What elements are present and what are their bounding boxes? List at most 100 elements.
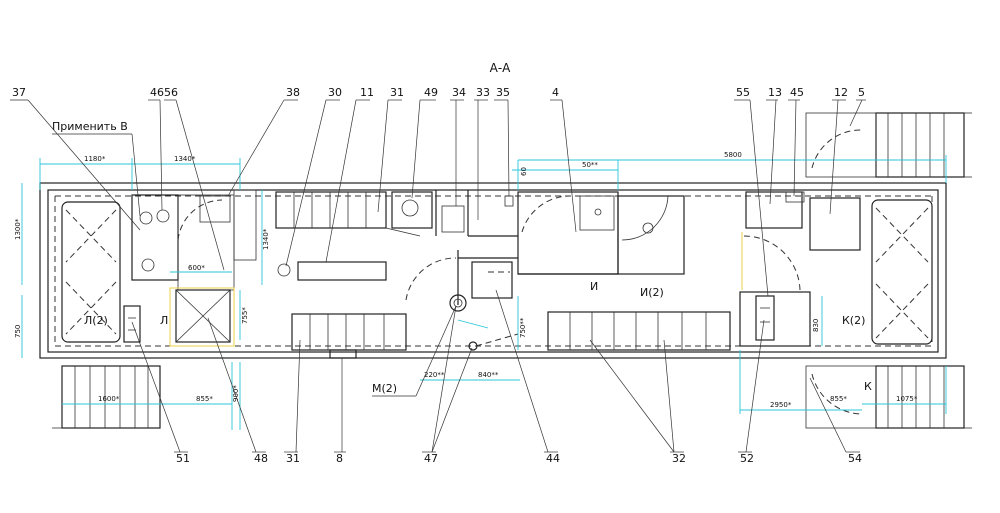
bed-right — [871, 199, 933, 345]
callout-32: 32 — [589, 339, 686, 465]
svg-text:31: 31 — [286, 452, 300, 465]
callout-13: 13 — [766, 86, 782, 205]
callout-4: 4 — [550, 86, 577, 233]
dim-750-mid: 750** — [519, 317, 527, 338]
dim-900: 900* — [232, 385, 240, 402]
callout-55: 55 — [734, 86, 769, 297]
dimension-lines — [21, 155, 947, 430]
svg-text:8: 8 — [336, 452, 343, 465]
stairs-bottom-left — [52, 365, 161, 429]
callout-44: 44 — [495, 289, 560, 465]
svg-text:55: 55 — [736, 86, 750, 99]
callout-12: 12 — [829, 86, 848, 215]
table-11 — [277, 261, 387, 281]
callout-38: 38 — [227, 86, 300, 197]
dim-220: 220** — [424, 371, 445, 379]
dim-755: 755* — [241, 307, 249, 324]
mark-i: И — [590, 280, 598, 293]
callout-46: 46 — [148, 86, 164, 211]
callout-34: 34 — [450, 86, 466, 206]
center-partitions — [405, 190, 519, 351]
dim-1600: 1600* — [98, 395, 120, 403]
callout-8: 8 — [334, 358, 346, 465]
dim-855-right: 855* — [830, 395, 847, 403]
stairs-top-right — [875, 112, 972, 178]
callout-45: 45 — [788, 86, 804, 197]
dim-830: 830 — [812, 319, 820, 332]
mark-l: Л — [160, 314, 168, 327]
callout-35: 35 — [494, 86, 510, 197]
callout-31-bottom: 31 — [284, 339, 301, 465]
svg-text:49: 49 — [424, 86, 438, 99]
callout-47: 47 — [422, 305, 473, 465]
mark-m2: М(2) — [372, 382, 397, 395]
dim-1340-side: 1340* — [262, 228, 270, 250]
callout-54: 54 — [809, 377, 862, 465]
mark-k2: К(2) — [842, 314, 865, 327]
svg-text:48: 48 — [254, 452, 268, 465]
section-title: А-А — [490, 61, 512, 75]
callout-48: 48 — [207, 317, 268, 465]
svg-text:38: 38 — [286, 86, 300, 99]
apply-note: Применить В — [52, 120, 128, 133]
svg-text:35: 35 — [496, 86, 510, 99]
dim-60: 60 — [520, 167, 528, 176]
svg-text:56: 56 — [164, 86, 178, 99]
svg-text:47: 47 — [424, 452, 438, 465]
seating-32 — [547, 311, 731, 351]
sink-49 — [391, 191, 433, 229]
bed-left — [61, 201, 121, 343]
callout-37: 37 — [10, 86, 141, 231]
callout-11: 11 — [325, 86, 374, 263]
wc-room-4 — [517, 191, 685, 275]
svg-text:46: 46 — [150, 86, 164, 99]
callout-33: 33 — [474, 86, 490, 220]
landing-bottom-right — [805, 365, 877, 429]
dim-1075: 1075* — [896, 395, 918, 403]
callout-31-top: 31 — [377, 86, 404, 213]
seating-31-top — [275, 191, 421, 237]
wc-block-left — [131, 189, 257, 291]
dim-840: 840** — [478, 371, 499, 379]
dim-1180: 1180* — [84, 155, 106, 163]
right-units — [739, 191, 861, 347]
svg-text:45: 45 — [790, 86, 804, 99]
dim-600: 600* — [188, 264, 205, 272]
callout-52: 52 — [738, 319, 765, 465]
svg-text:4: 4 — [552, 86, 559, 99]
svg-text:5: 5 — [858, 86, 865, 99]
svg-text:34: 34 — [452, 86, 466, 99]
cabinet-48 — [169, 287, 235, 347]
dim-750-left: 750 — [14, 325, 22, 338]
mark-l2: Л(2) — [84, 314, 108, 327]
seating-31-bottom — [291, 313, 407, 359]
svg-text:54: 54 — [848, 452, 862, 465]
callout-51: 51 — [131, 321, 190, 465]
callouts-bottom: 51 48 31 8 47 44 32 52 54 — [131, 289, 862, 465]
callout-5: 5 — [849, 86, 866, 127]
dim-1340-top: 1340* — [174, 155, 196, 163]
svg-text:52: 52 — [740, 452, 754, 465]
callout-56: 56 — [164, 86, 225, 271]
stairs-bottom-right — [875, 365, 972, 429]
svg-text:51: 51 — [176, 452, 190, 465]
svg-text:44: 44 — [546, 452, 560, 465]
dim-5800: 5800 — [724, 151, 742, 159]
dim-50: 50** — [582, 161, 598, 169]
dim-855-left: 855* — [196, 395, 213, 403]
dim-1300: 1300* — [14, 218, 22, 240]
callout-49: 49 — [411, 86, 438, 199]
svg-text:37: 37 — [12, 86, 26, 99]
svg-text:32: 32 — [672, 452, 686, 465]
dim-2950: 2950* — [770, 401, 792, 409]
mark-k: К — [864, 380, 872, 393]
mark-i2: И(2) — [640, 286, 664, 299]
svg-text:30: 30 — [328, 86, 342, 99]
svg-text:31: 31 — [390, 86, 404, 99]
svg-text:11: 11 — [360, 86, 374, 99]
callouts-top: 37 46 56 38 30 11 31 49 34 33 35 4 55 13… — [10, 86, 866, 297]
svg-text:13: 13 — [768, 86, 782, 99]
svg-text:33: 33 — [476, 86, 490, 99]
svg-text:12: 12 — [834, 86, 848, 99]
